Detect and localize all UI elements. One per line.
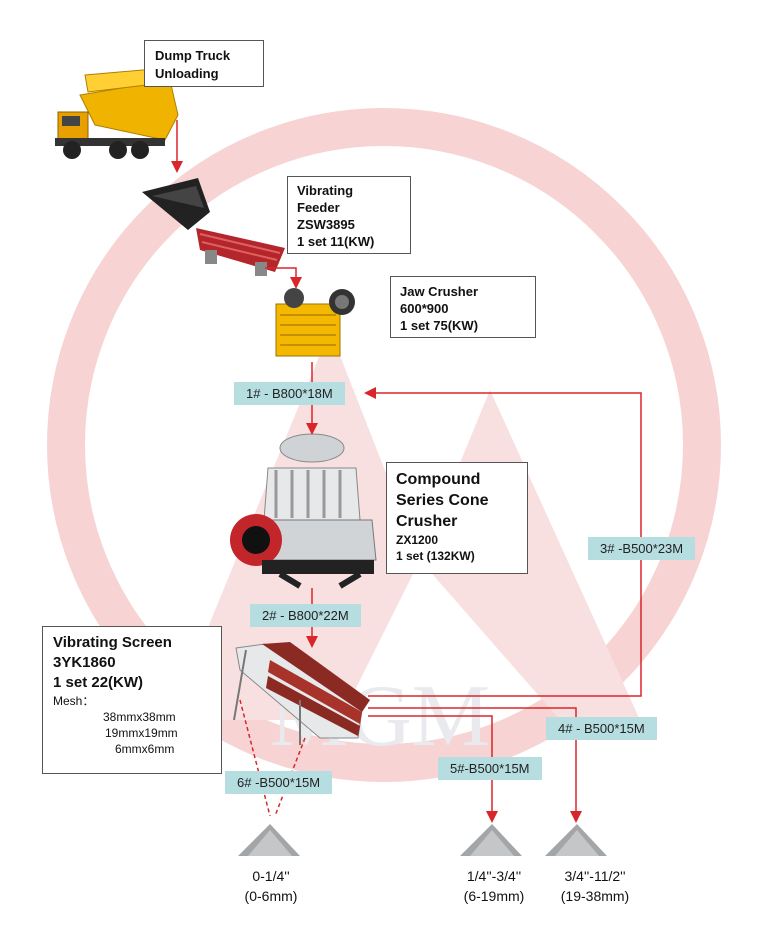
product-pile-0-6mm [238,824,300,856]
dump-truck-box: Dump Truck Unloading [144,40,264,87]
cone-crusher-spec: 1 set (132KW) [396,549,475,563]
jaw-crusher-box: Jaw Crusher 600*900 1 set 75(KW) [390,276,536,338]
vibrating-screen-illustration [233,642,370,745]
conveyor-tag-5: 5#-B500*15M [438,757,542,780]
screen-model: 3YK1860 [53,654,116,671]
product-label-6-19mm: 1/4''-3/4'' (6-19mm) [444,866,544,906]
cone-crusher-box: Compound Series Cone Crusher ZX1200 1 se… [386,462,528,574]
product-pile-6-19mm [460,824,522,856]
product-1-size: 0-1/4'' [252,868,290,884]
screen-mesh-label: Mesh： [53,694,95,708]
product-2-size: 1/4''-3/4'' [466,868,522,884]
jaw-crusher-line1: Jaw Crusher [400,284,479,299]
conveyor-tag-4: 4# - B500*15M [546,717,657,740]
jaw-crusher-spec: 1 set 75(KW) [400,318,479,333]
conveyor-tag-1: 1# - B800*18M [234,382,345,405]
dump-truck-title-line2: Unloading [155,66,219,81]
cone-crusher-line3: Crusher [396,513,458,530]
product-pile-19-38mm [545,824,607,856]
screen-mesh-2: 19mmx19mm [105,726,178,740]
vibrating-feeder-illustration [142,178,285,276]
feeder-line1: Vibrating [297,183,354,198]
product-label-19-38mm: 3/4''-11/2'' (19-38mm) [540,866,650,906]
cone-crusher-line2: Series Cone [396,492,489,509]
screen-mesh-1: 38mmx38mm [103,710,176,724]
conveyor-tag-2: 2# - B800*22M [250,604,361,627]
product-label-0-6mm: 0-1/4'' (0-6mm) [226,866,316,906]
product-2-mm: (6-19mm) [463,888,525,904]
feeder-model: ZSW3895 [297,217,355,232]
product-1-mm: (0-6mm) [244,888,298,904]
conveyor-tag-6: 6# -B500*15M [225,771,333,794]
feeder-line2: Feeder [297,200,340,215]
cone-crusher-model: ZX1200 [396,533,439,547]
dump-truck-title-line1: Dump Truck [155,48,231,63]
screen-mesh-3: 6mmx6mm [115,742,175,756]
screen-spec: 1 set 22(KW) [53,674,144,691]
jaw-crusher-illustration [275,288,355,357]
feeder-spec: 1 set 11(KW) [297,234,375,249]
vibrating-feeder-box: Vibrating Feeder ZSW3895 1 set 11(KW) [287,176,411,254]
jaw-crusher-model: 600*900 [400,301,449,316]
cone-crusher-illustration [230,433,377,589]
product-3-size: 3/4''-11/2'' [564,868,626,884]
screen-line1: Vibrating Screen [53,634,172,651]
product-3-mm: (19-38mm) [560,888,630,904]
conveyor-tag-3: 3# -B500*23M [588,537,696,560]
cone-crusher-line1: Compound [396,471,481,488]
vibrating-screen-box: Vibrating Screen 3YK1860 1 set 22(KW) Me… [42,626,222,774]
